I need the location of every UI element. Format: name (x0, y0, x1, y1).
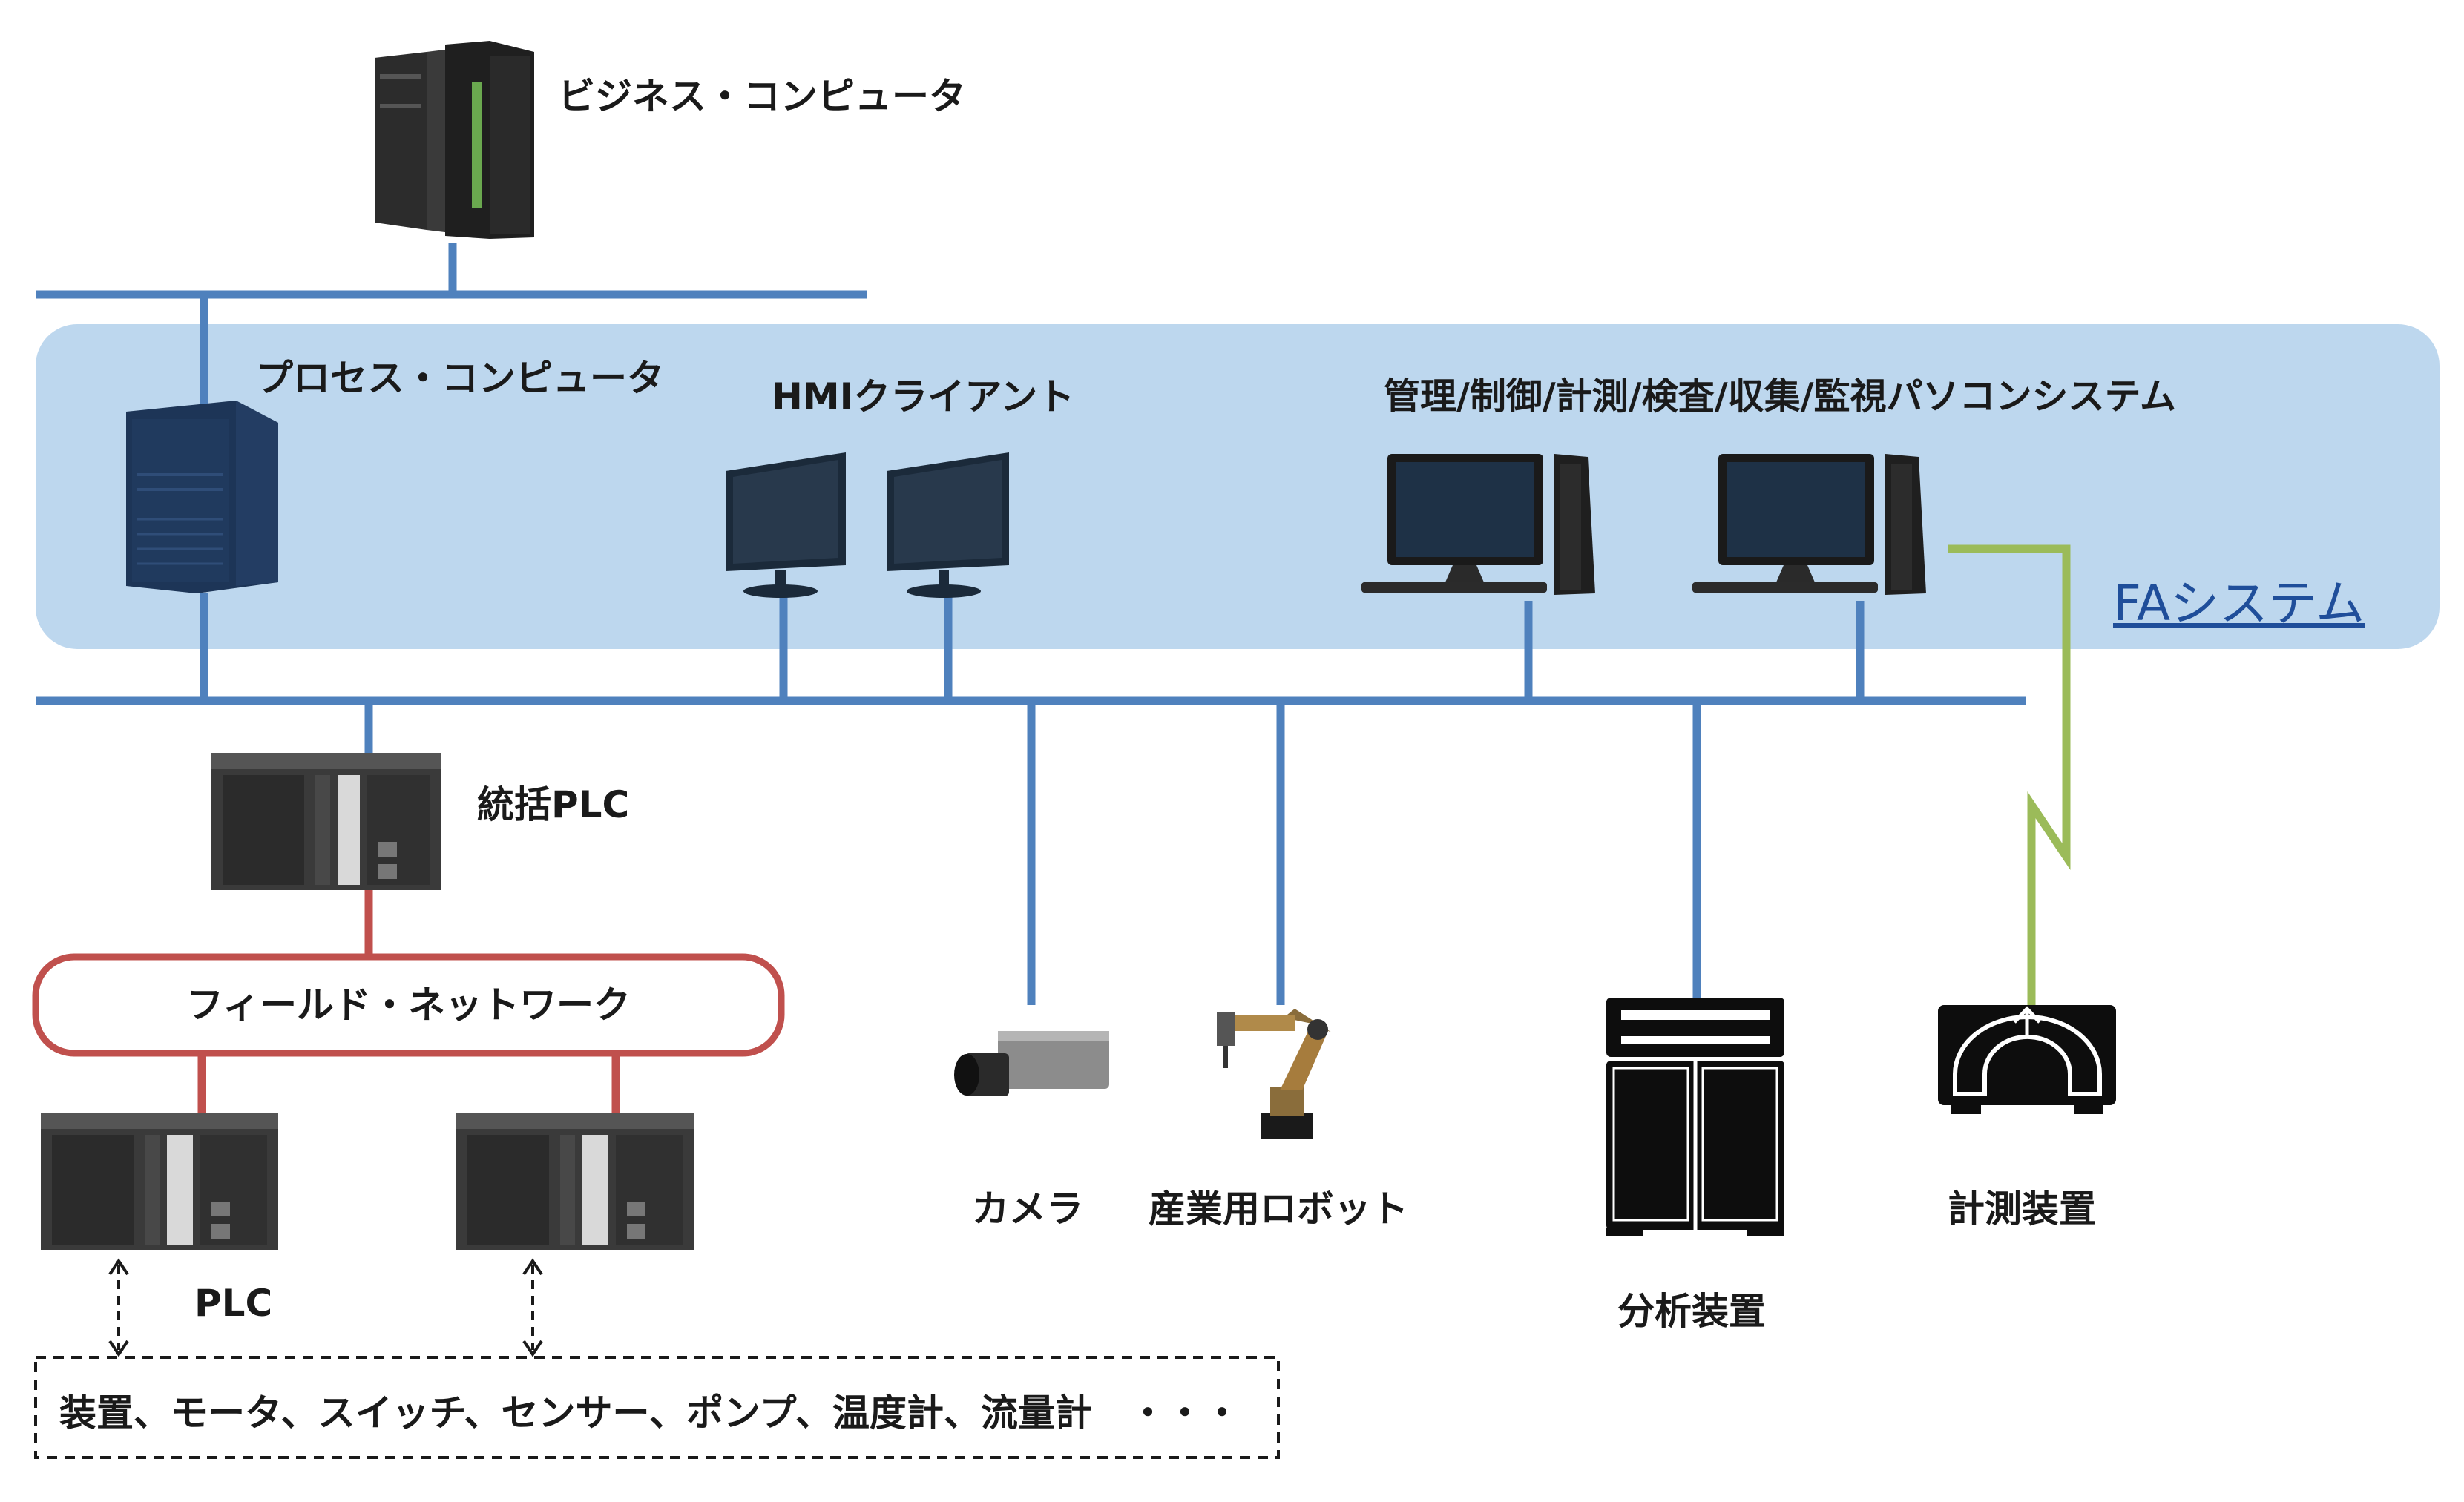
analyzer-label: 分析装置 (1617, 1290, 1766, 1333)
hmi-client-label: HMIクライアント (772, 375, 1075, 418)
field-network-bus (32, 953, 785, 1057)
plc-icon (41, 1113, 278, 1250)
desktop-pc-icon (1361, 454, 1595, 595)
camera-icon (954, 1031, 1109, 1096)
measuring-device-icon (1938, 1005, 2116, 1114)
master-plc-label: 統括PLC (477, 783, 630, 826)
process-computer-label: プロセス・コンピュータ (256, 357, 664, 400)
master-plc-icon (211, 753, 441, 890)
io-arrow (108, 1258, 129, 1357)
fa-system-link[interactable]: FAシステム (2113, 575, 2365, 632)
process-computer-tower-icon (126, 401, 278, 593)
field-devices-label: 装置、モータ、スイッチ、センサー、ポンプ、温度計、流量計 ・・・ (59, 1391, 1241, 1435)
analyzer-icon (1606, 998, 1784, 1236)
plc-icon (456, 1113, 694, 1250)
management-pc-label: 管理/制御/計測/検査/収集/監視パソコンシステム (1384, 375, 2177, 418)
business-network (36, 243, 867, 412)
control-network (36, 590, 2026, 1005)
hmi-monitor-icon (726, 452, 846, 598)
fa-system-zone (36, 324, 2440, 649)
measuring-device-label: 計測装置 (1948, 1188, 2096, 1231)
wireless-link (1948, 544, 2071, 1005)
io-arrow (522, 1258, 543, 1357)
field-network-label: フィールド・ネットワーク (186, 984, 631, 1027)
hmi-monitor-icon (887, 452, 1009, 598)
robot-label: 産業用ロボット (1149, 1188, 1408, 1231)
server-rack-icon (375, 41, 534, 239)
business-computer-label: ビジネス・コンピュータ (558, 75, 966, 118)
industrial-robot-icon (1217, 1009, 1332, 1139)
desktop-pc-icon (1692, 454, 1926, 595)
plc-label: PLC (194, 1282, 273, 1325)
camera-label: カメラ (972, 1188, 1083, 1231)
field-devices-box (34, 1356, 1280, 1459)
